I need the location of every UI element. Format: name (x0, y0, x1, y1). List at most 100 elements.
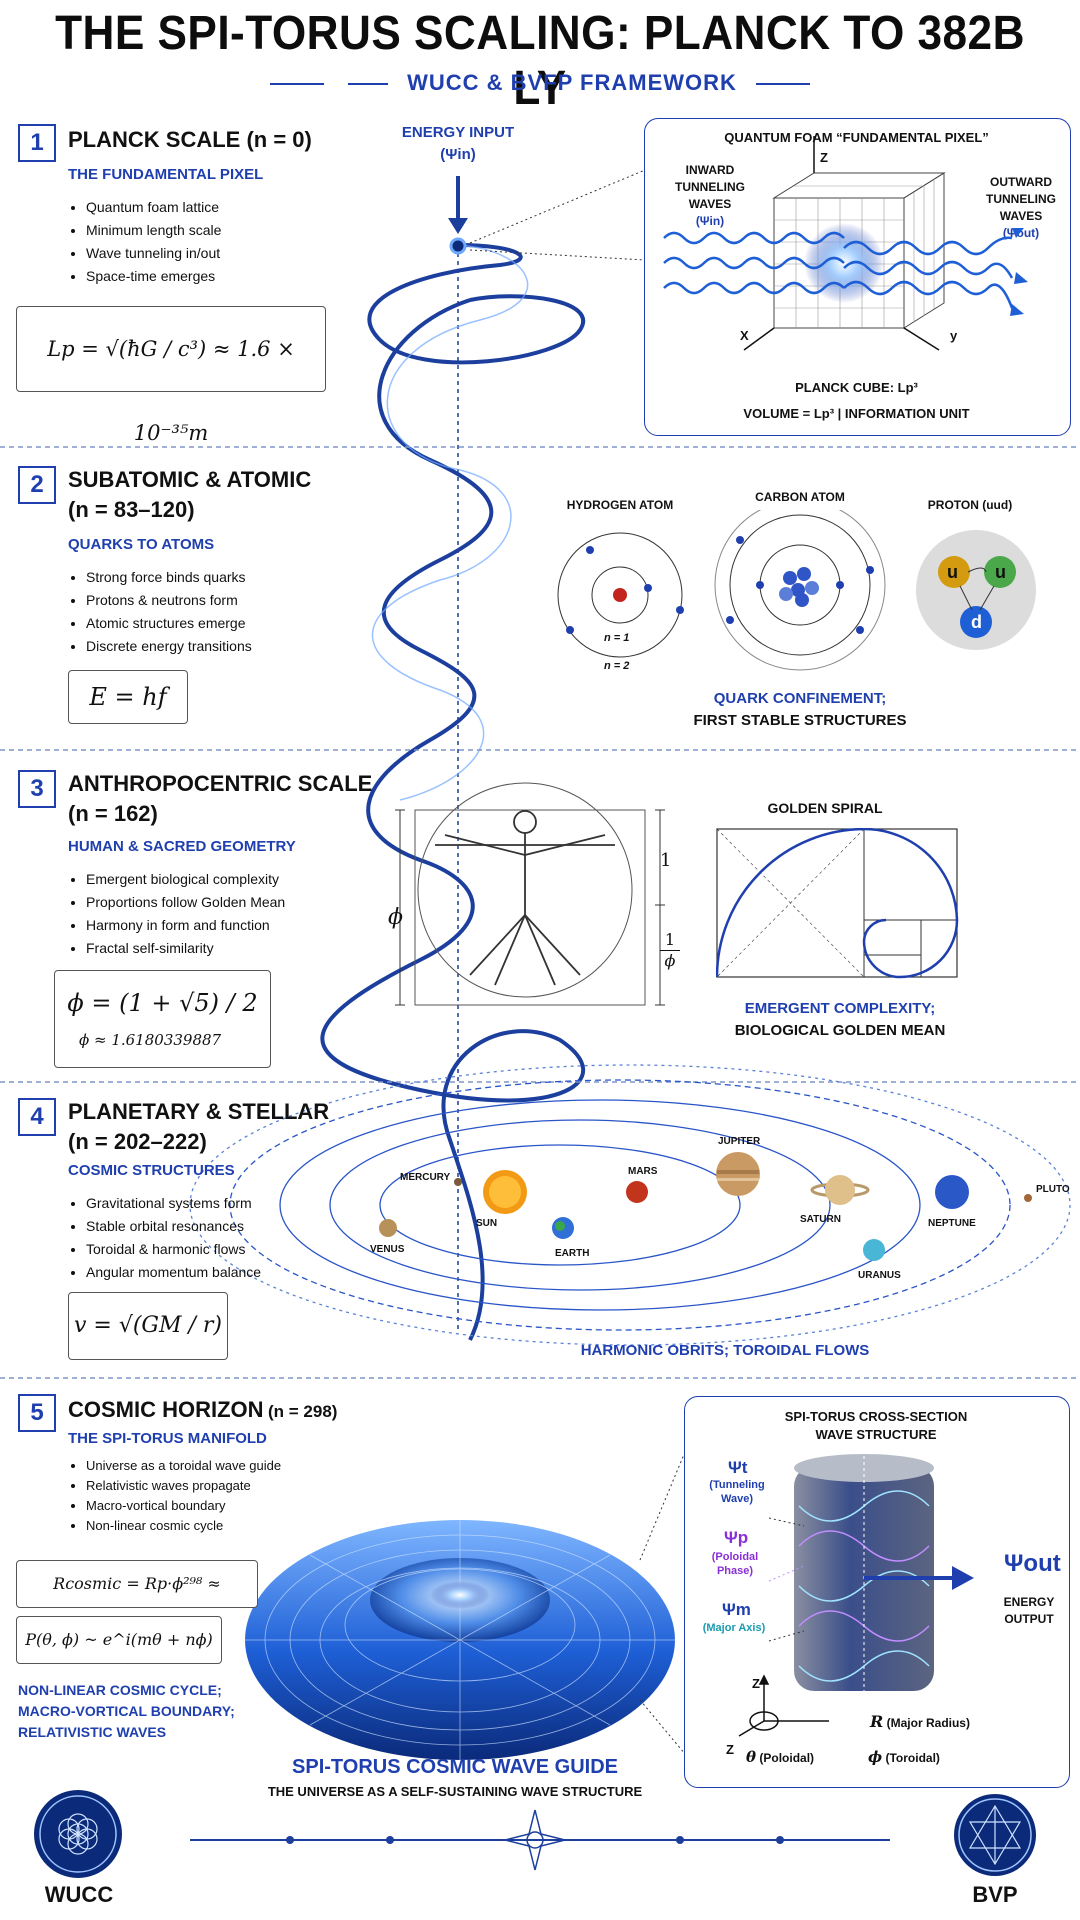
solar-caption: HARMONIC OBRITS; TOROIDAL FLOWS (580, 1342, 870, 1359)
proton-label: PROTON (uud) (927, 498, 1013, 512)
section-1-bullet: Space-time emerges (86, 265, 221, 288)
axis-z-label: Z (820, 150, 828, 165)
energy-output-label: ENERGY OUTPUT (990, 1594, 1068, 1628)
solar-planets (379, 1152, 1032, 1261)
planck-cube-diagram (663, 136, 1028, 351)
planet-label-uranus: URANUS (858, 1270, 901, 1281)
axis-y-label: y (950, 328, 958, 343)
outward-line: WAVES (999, 209, 1043, 223)
r-desc: (Major Radius) (886, 1716, 970, 1730)
fraction-denominator: ϕ (664, 951, 676, 970)
vitruvian-one-over-phi: 1 ϕ (660, 930, 680, 971)
planet-label-jupiter: JUPITER (718, 1136, 761, 1147)
torus-caption-subtitle: THE UNIVERSE AS A SELF-SUSTAINING WAVE S… (267, 1784, 643, 1799)
section-2-n-label: (n = 83–120) (68, 497, 195, 522)
section-3-equation-box: ϕ = (1 + √5) / 2 ϕ ≈ 1.6180339887 (54, 970, 271, 1068)
section-3-bullets: Emergent biological complexity Proportio… (68, 868, 285, 960)
section-4-equation: v = √(GM / r) (68, 1292, 228, 1360)
hydrogen-atom-label: HYDROGEN ATOM (566, 498, 674, 512)
planet-label-mars: MARS (628, 1166, 658, 1177)
section-4-title: PLANETARY & STELLAR (68, 1099, 330, 1124)
section-5-n-label: (n = 298) (268, 1402, 338, 1421)
quark-u1: u (947, 562, 958, 582)
anthro-caption-blue: EMERGENT COMPLEXITY; (744, 1000, 936, 1017)
vitruvian-diagram (395, 782, 665, 1006)
outward-line: OUTWARD (990, 175, 1052, 189)
section-3-title: ANTHROPOCENTRIC SCALE (68, 771, 373, 796)
section-5-note-line: NON-LINEAR COSMIC CYCLE; (18, 1682, 222, 1698)
inward-line: TUNNELING (675, 180, 745, 194)
solar-orbits (189, 1064, 1071, 1346)
footer-dot-3 (676, 1836, 684, 1844)
section-3-subtitle: HUMAN & SACRED GEOMETRY (68, 838, 296, 855)
planet-label-saturn: SATURN (800, 1214, 841, 1225)
energy-input-text: ENERGY INPUT (401, 124, 515, 141)
section-5-title: COSMIC HORIZON (68, 1397, 264, 1422)
cs-axis-z2-label: Z (726, 1742, 734, 1757)
section-5-note-line: RELATIVISTIC WAVES (18, 1724, 167, 1740)
axis-x-label: X (740, 328, 749, 343)
vitruvian-phi-label: ϕ (388, 905, 403, 930)
fraction-numerator: 1 (660, 930, 680, 951)
planet-label-neptune: NEPTUNE (928, 1218, 976, 1229)
spiral-glow-curve (371, 244, 529, 801)
subtitle-rule-left2 (347, 83, 388, 86)
section-4-bullet: Gravitational systems form (86, 1192, 261, 1215)
planck-volume-label: VOLUME = Lp³ | INFORMATION UNIT (743, 406, 970, 421)
psi-p-desc-line: (Poloidal (711, 1551, 759, 1563)
section-3-bullet: Harmony in form and function (86, 914, 285, 937)
psi-p-desc: (Poloidal Phase) (700, 1550, 770, 1578)
psi-p-desc-line: Phase) (716, 1565, 754, 1577)
section-1-bullets: Quantum foam lattice Minimum length scal… (68, 196, 221, 288)
section-2-equation: E = hf (68, 670, 188, 724)
section-5-note-line: MACRO-VORTICAL BOUNDARY; (18, 1703, 235, 1719)
section-1-title: PLANCK SCALE (n = 0) (68, 127, 312, 152)
cross-section-diagram (738, 1454, 974, 1737)
psi-p-symbol: Ψp (724, 1528, 749, 1547)
planet-label-sun: SUN (476, 1218, 498, 1229)
section-5-equation-1: Rcosmic = Rp·ϕ²⁹⁸ ≈ 382.BLY (16, 1560, 258, 1639)
section-3-n-label: (n = 162) (68, 801, 158, 826)
section-3-number: 3 (18, 770, 56, 808)
section-3-equation-approx: ϕ ≈ 1.6180339887 (79, 1031, 222, 1049)
atoms-caption-black: FIRST STABLE STRUCTURES (693, 712, 907, 729)
section-4-subtitle: COSMIC STRUCTURES (68, 1162, 235, 1179)
phi-desc: (Toroidal) (885, 1751, 940, 1765)
atoms-diagram (557, 510, 1036, 671)
carbon-atom-label: CARBON ATOM (755, 490, 845, 504)
section-3-bullet: Proportions follow Golden Mean (86, 891, 285, 914)
section-4-n-label: (n = 202–222) (68, 1129, 207, 1154)
spi-torus (245, 1520, 675, 1760)
section-2-subtitle: QUARKS TO ATOMS (68, 536, 215, 553)
toroidal-label: ϕ (Toroidal) (868, 1748, 940, 1766)
leader-line-5a (639, 1439, 691, 1561)
section-5-number: 5 (18, 1394, 56, 1432)
section-5-bullet: Non-linear cosmic cycle (86, 1516, 281, 1536)
section-5-heading: COSMIC HORIZON (n = 298) (68, 1396, 337, 1424)
section-2-bullet: Atomic structures emerge (86, 612, 252, 635)
footer-dot-1 (286, 1836, 294, 1844)
psi-m-symbol: Ψm (722, 1600, 751, 1619)
psi-m-desc: (Major Axis) (702, 1622, 766, 1634)
footer-dot-4 (776, 1836, 784, 1844)
section-3-bullet: Fractal self-similarity (86, 937, 285, 960)
page-subtitle: WUCC & BVFP FRAMEWORK (0, 70, 1080, 96)
section-4-bullet: Stable orbital resonances (86, 1215, 261, 1238)
footer-star-icon (504, 1809, 566, 1871)
cross-section-title: SPI-TORUS CROSS-SECTION WAVE STRUCTURE (684, 1408, 1068, 1444)
section-2-bullet: Strong force binds quarks (86, 566, 252, 589)
inward-waves-label: INWARD TUNNELING WAVES (Ψin) (650, 162, 770, 230)
outward-line: (Ψout) (1002, 226, 1040, 240)
section-1-bullet: Wave tunneling in/out (86, 242, 221, 265)
planck-cube-label: PLANCK CUBE: Lp³ (795, 380, 918, 395)
subtitle-rule-left (269, 83, 324, 86)
section-1-bullet: Quantum foam lattice (86, 196, 221, 219)
orbit-n2-label: n = 2 (604, 660, 630, 672)
bvp-logo-icon (954, 1794, 1036, 1876)
poloidal-label: θ (Poloidal) (746, 1748, 814, 1766)
theta-desc: (Poloidal) (759, 1751, 815, 1765)
section-1-bullet: Minimum length scale (86, 219, 221, 242)
quantum-panel-title: QUANTUM FOAM “FUNDAMENTAL PIXEL” (724, 130, 989, 145)
wucc-logo-text: WUCC (44, 1882, 114, 1907)
